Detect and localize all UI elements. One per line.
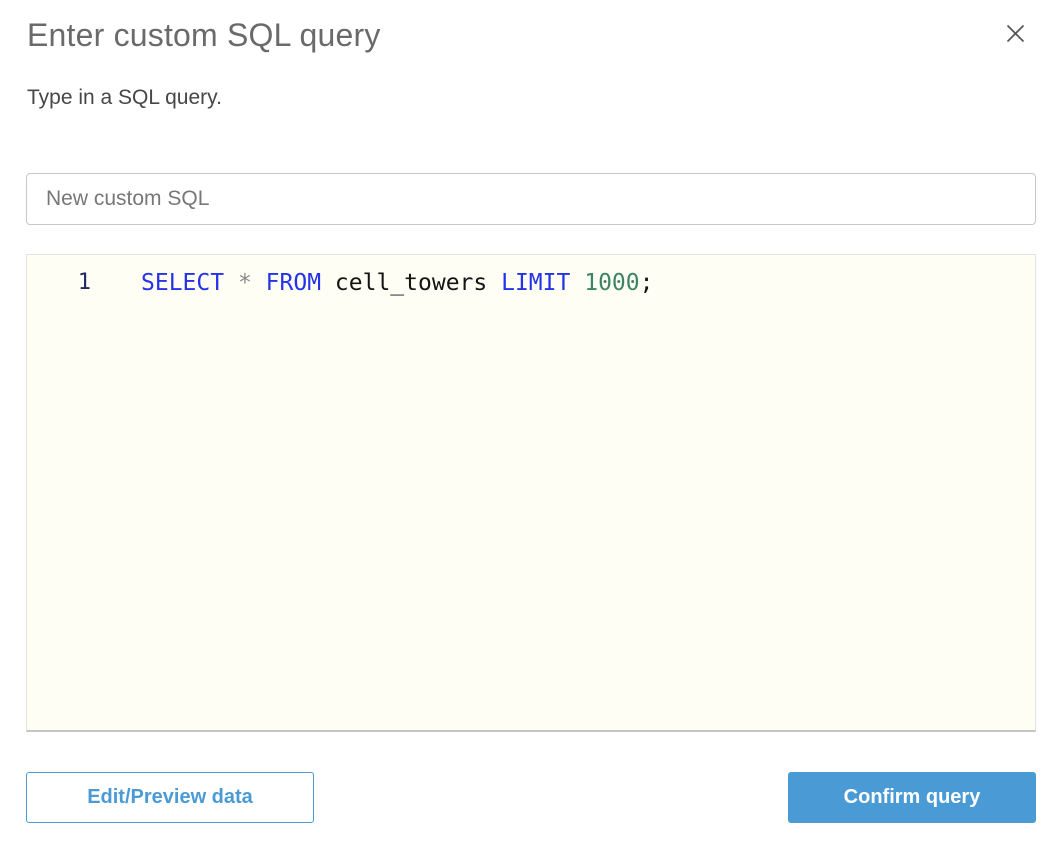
close-icon [1005,23,1026,44]
code-text[interactable]: SELECT * FROM cell_towers LIMIT 1000; [91,268,653,298]
line-number: 1 [77,270,91,295]
query-name-input[interactable] [26,173,1036,225]
code-token-plain [224,270,238,296]
code-token-keyword: FROM [265,270,322,296]
confirm-query-button[interactable]: Confirm query [788,772,1036,823]
code-token-keyword: LIMIT [501,270,571,296]
code-token-plain [570,270,584,296]
dialog-title: Enter custom SQL query [27,17,381,53]
code-token-operator: * [237,270,252,296]
code-token-plain [252,270,266,296]
code-token-identifier: cell_towers [334,270,488,296]
code-token-number: 1000 [584,270,640,296]
code-token-keyword: SELECT [141,270,225,296]
code-token-punctuation: ; [639,270,654,296]
dialog-subtitle: Type in a SQL query. [27,86,222,109]
close-button[interactable] [1002,20,1028,46]
code-token-plain [487,270,501,296]
edit-preview-data-button[interactable]: Edit/Preview data [26,772,314,823]
code-token-plain [321,270,335,296]
